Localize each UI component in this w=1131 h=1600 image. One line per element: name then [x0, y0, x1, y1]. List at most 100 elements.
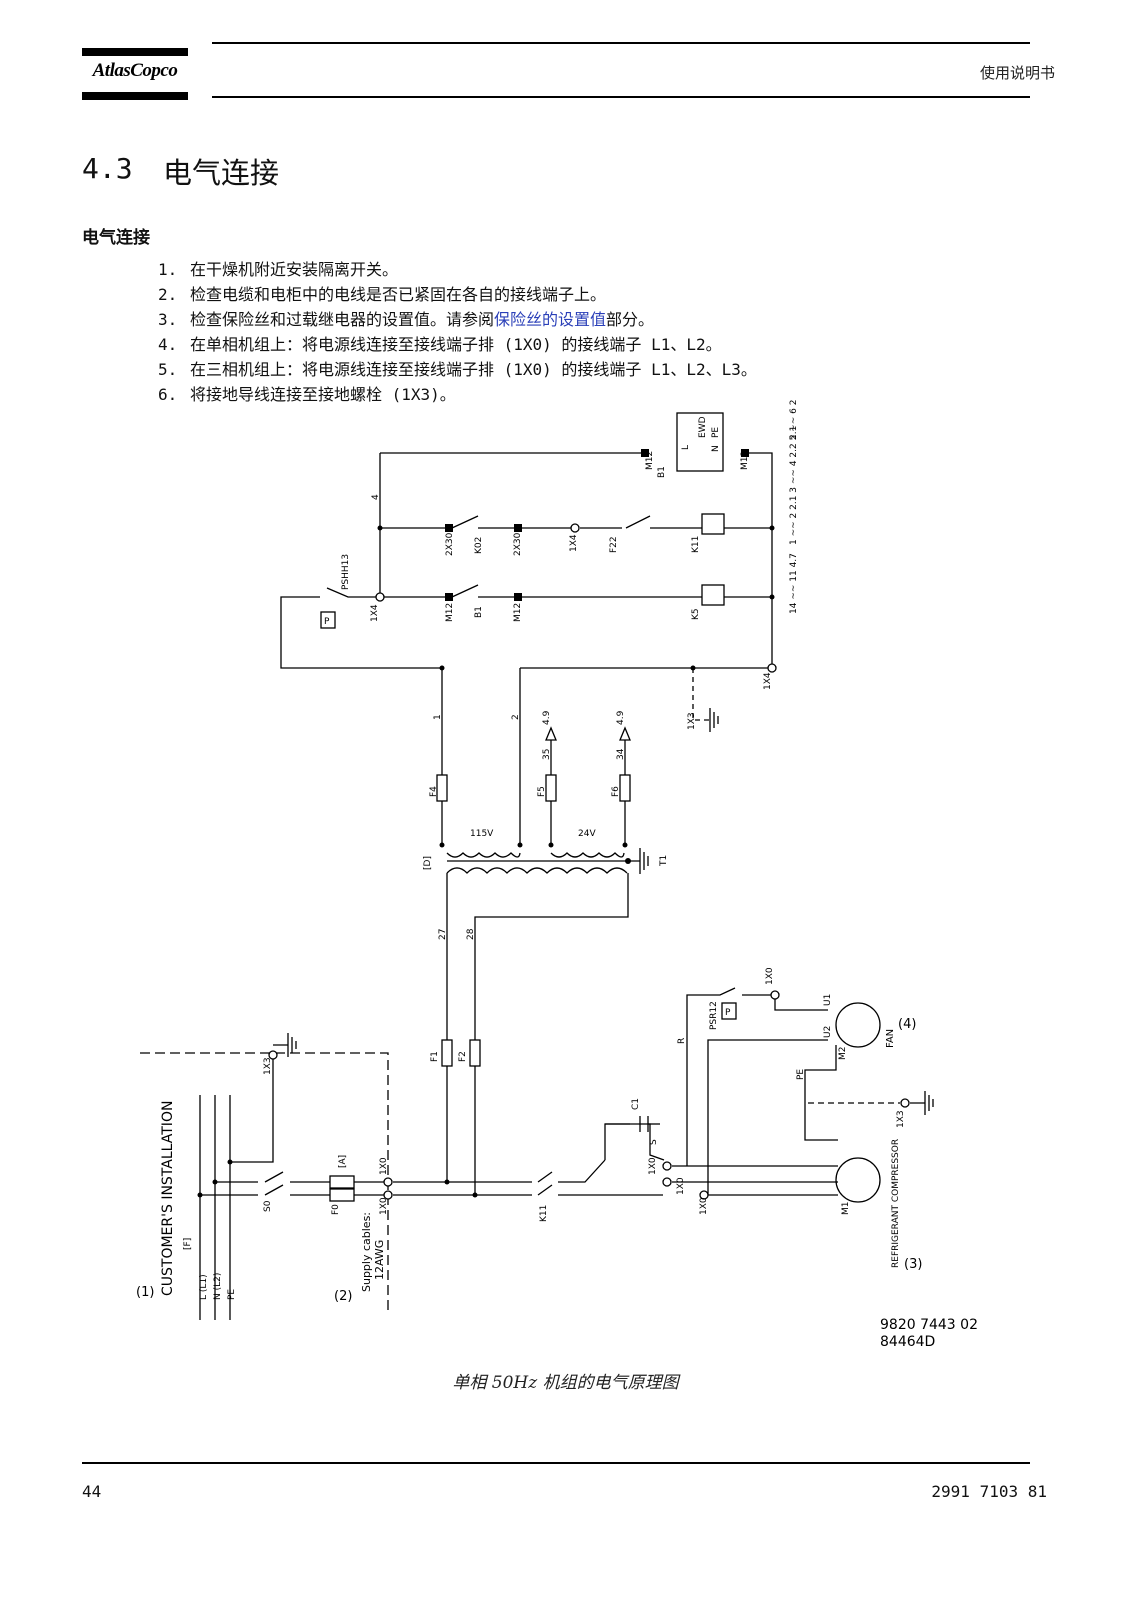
step-number: 5.: [158, 360, 178, 379]
step-number: 1.: [158, 260, 178, 279]
label-ewd: EWD: [698, 416, 708, 438]
drawing-code-2: 84464D: [880, 1334, 935, 1350]
label-d: [D]: [423, 856, 433, 870]
schematic-wires: [140, 412, 934, 1320]
list-item: 3. 检查保险丝和过载继电器的设置值。请参阅保险丝的设置值部分。: [158, 307, 757, 332]
label-s0: S0: [263, 1200, 273, 1212]
fan-label: FAN: [885, 1029, 896, 1048]
label-n: N: [711, 445, 721, 452]
label-u2: U2: [823, 1026, 833, 1038]
label-wire-35: 35: [542, 749, 552, 760]
mains-line-n: N (L2): [213, 1273, 223, 1300]
label-1x0-bot-l: 1X0: [379, 1197, 389, 1215]
label-k11-coil: K11: [691, 536, 701, 553]
label-f5: F5: [537, 786, 547, 797]
label-wire-34: 34: [616, 748, 626, 760]
label-1x0-r: 1X0: [676, 1177, 686, 1195]
label-1x4-right: 1X4: [763, 672, 773, 690]
label-m2: M2: [838, 1047, 848, 1061]
label-m12-d: M12: [513, 603, 523, 622]
label-1x0-c: 1X0: [699, 1197, 709, 1215]
label-m12-c: M12: [445, 603, 455, 622]
label-wire-1: 1: [433, 714, 443, 720]
label-ref-k11: 1 ~~ 2 2.1 3 ~~ 4 2.2 5 ~~ 6 2.2: [789, 400, 799, 545]
label-f22: F22: [609, 536, 619, 553]
label-m12-b: M12: [740, 451, 750, 470]
label-f1: F1: [430, 1051, 440, 1062]
atlas-copco-logo: AtlasCopco: [82, 48, 188, 100]
list-item: 6. 将接地导线连接至接地螺栓 (1X3)。: [158, 382, 757, 407]
label-1x3-top: 1X3: [687, 712, 697, 730]
figure-caption: 单相 50Hz 机组的电气原理图: [452, 1373, 679, 1393]
label-m12-a: M12: [645, 451, 655, 470]
compressor-label: REFRIGERANT COMPRESSOR: [891, 1139, 901, 1268]
label-f-bracket: [F]: [183, 1238, 193, 1250]
label-pe-fan: PE: [796, 1069, 806, 1080]
footer-rule: [82, 1462, 1030, 1464]
marker-4: (4): [898, 1017, 916, 1032]
step-text-post: 部分。: [606, 310, 655, 329]
label-wire-2: 2: [511, 714, 521, 720]
label-u1: U1: [823, 994, 833, 1006]
marker-3: (3): [904, 1257, 922, 1272]
step-number: 2.: [158, 285, 178, 304]
wiring-schematic: EWD B1 M12 M12 L N PE 2.1 4 2X30 K02 2X3…: [136, 400, 978, 1350]
label-b1-top: B1: [657, 466, 667, 478]
subheading: 电气连接: [82, 228, 150, 248]
label-2x30-a: 2X30: [445, 532, 455, 556]
header-rule-top: [212, 42, 1030, 44]
step-number: 6.: [158, 385, 178, 404]
document-number: 2991 7103 81: [931, 1482, 1047, 1501]
label-k5: K5: [691, 608, 701, 620]
label-p-psh: P: [324, 617, 330, 627]
label-k02: K02: [474, 537, 484, 554]
label-f0: F0: [331, 1204, 341, 1215]
label-115v: 115V: [470, 829, 494, 839]
label-ref-ewd: 2.1: [789, 426, 799, 440]
step-text: 在单相机组上：将电源线连接至接线端子排 (1X0) 的接线端子 L1、L2。: [190, 335, 722, 354]
label-k11-contacts: K11: [539, 1205, 549, 1222]
step-text-pre: 检查保险丝和过载继电器的设置值。请参阅: [190, 310, 495, 329]
step-text: 将接地导线连接至接地螺栓 (1X3)。: [190, 385, 456, 404]
list-item: 5. 在三相机组上：将电源线连接至接线端子排 (1X0) 的接线端子 L1、L2、…: [158, 357, 757, 382]
label-psh: PSHH13: [341, 554, 351, 590]
label-1x0-top: 1X0: [765, 967, 775, 985]
supply-cables-label: Supply cables:: [360, 1212, 373, 1292]
document-type: 使用说明书: [979, 64, 1055, 82]
label-1x0-top-l: 1X0: [379, 1157, 389, 1175]
fuse-settings-link[interactable]: 保险丝的设置值: [494, 310, 607, 329]
label-t1: T1: [659, 855, 669, 867]
label-s: S: [649, 1139, 659, 1145]
list-item: 1. 在干燥机附近安装隔离开关。: [158, 257, 757, 282]
label-psr12: PSR12: [709, 1001, 719, 1030]
label-wire-4: 4: [371, 494, 381, 500]
header-rule-bottom: [212, 96, 1030, 98]
label-p-psr: P: [725, 1008, 731, 1018]
label-l: L: [681, 445, 691, 450]
step-text: 在干燥机附近安装隔离开关。: [190, 260, 399, 279]
list-item: 4. 在单相机组上：将电源线连接至接线端子排 (1X0) 的接线端子 L1、L2。: [158, 332, 757, 357]
label-m1: M1: [841, 1202, 851, 1216]
label-1x3-right: 1X3: [896, 1110, 906, 1128]
schematic-terminals: [268, 523, 910, 1200]
step-number: 3.: [158, 310, 178, 329]
label-f6: F6: [611, 786, 621, 797]
label-wire-28: 28: [466, 928, 476, 940]
label-b1-mid: B1: [474, 606, 484, 618]
supply-awg-label: 12AWG: [373, 1240, 386, 1280]
mains-line-pe: PE: [227, 1289, 237, 1300]
customer-installation-label: CUSTOMER'S INSTALLATION: [160, 1101, 176, 1296]
label-24v: 24V: [578, 829, 596, 839]
label-1x4-left: 1X4: [370, 604, 380, 622]
label-ref-49-b: 4.9: [616, 710, 626, 725]
mains-line-l: L (L1): [199, 1274, 209, 1300]
step-text: 在三相机组上：将电源线连接至接线端子排 (1X0) 的接线端子 L1、L2、L3…: [190, 360, 757, 379]
label-f4: F4: [429, 786, 439, 797]
section-title: 电气连接: [163, 156, 280, 190]
drawing-code-1: 9820 7443 02: [880, 1317, 978, 1333]
logo-bar-bottom: [82, 92, 188, 100]
label-f2: F2: [458, 1051, 468, 1062]
label-1x3-left: 1X3: [263, 1057, 273, 1075]
step-number: 4.: [158, 335, 178, 354]
label-r: R: [677, 1038, 687, 1044]
